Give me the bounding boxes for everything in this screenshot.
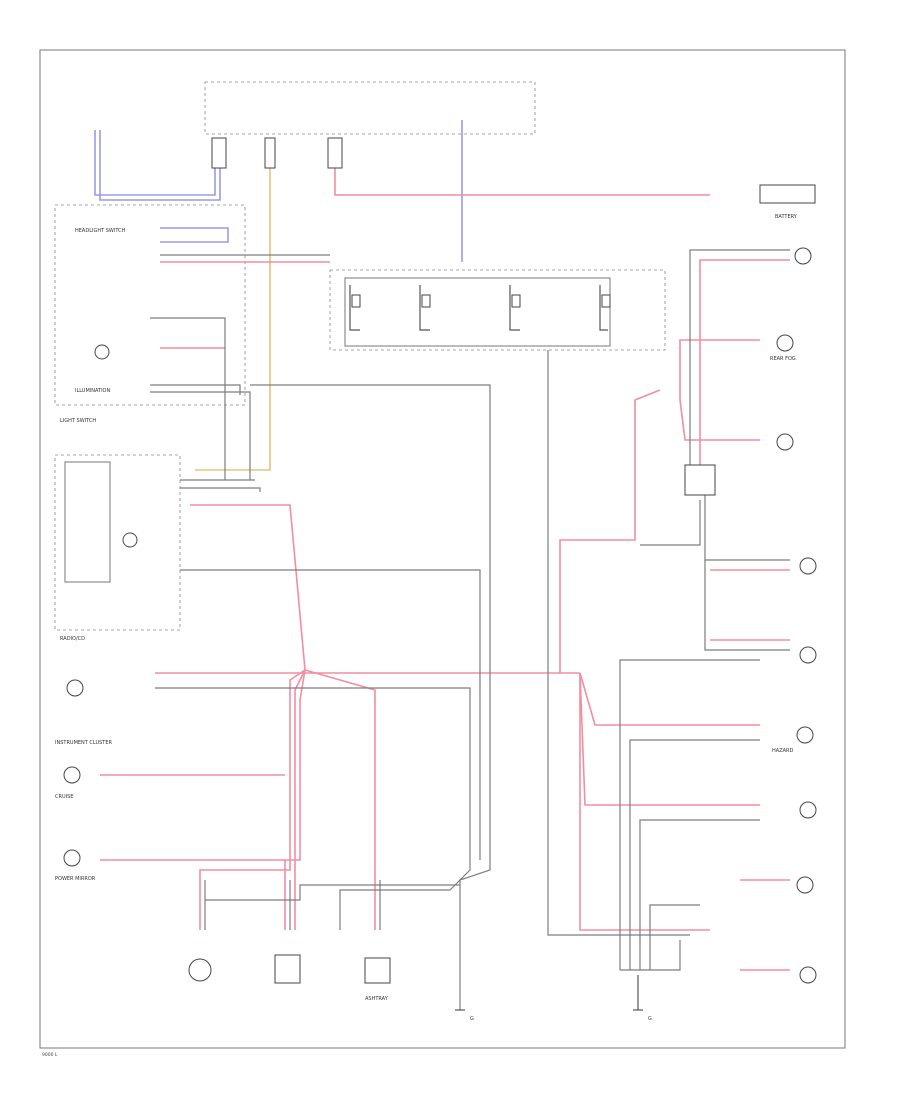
- page-ref: 9000 L: [42, 1052, 58, 1058]
- ashtray-icon: [364, 957, 391, 984]
- red-wire-fog-2: [679, 399, 760, 441]
- gray-wire-ls-2: [150, 317, 226, 480]
- hazard-label: HAZARD: [772, 748, 794, 754]
- diagram-frame: [39, 49, 846, 1049]
- relay-2: [419, 285, 430, 331]
- gray-wire-ls-4: [150, 391, 251, 480]
- connector-3: [327, 137, 343, 169]
- battery-label: BATTERY: [775, 214, 798, 220]
- red-wire-right-bus: [579, 672, 760, 726]
- gray-wire-right-ground-1: [640, 500, 701, 546]
- gray-wire-relay-to-ground: [250, 384, 491, 1010]
- relay-coil-2: [421, 294, 431, 308]
- gray-wire-cluster: [155, 687, 471, 930]
- gray-wire-radio-3: [180, 487, 261, 492]
- red-wire-radio: [190, 504, 306, 671]
- gray-wire-right-ground-2: [619, 659, 760, 970]
- red-wire-battery: [334, 140, 710, 196]
- gray-wire-fog-ret-3: [704, 560, 790, 651]
- bulb-icon-5: [799, 646, 817, 664]
- connector-1: [211, 137, 227, 169]
- battery-icon: [759, 184, 816, 204]
- illumination-label: ILLUMINATION: [75, 388, 110, 394]
- rear-fog-label: REAR FOG: [770, 356, 796, 362]
- gray-wire-right-ground-5: [649, 904, 700, 970]
- relay-box-outline: [329, 269, 666, 351]
- radio-inner: [64, 461, 111, 583]
- bulb-icon-2: [776, 334, 794, 352]
- gray-wire-fog-ret-2: [704, 470, 790, 561]
- gray-wire-ash-ret: [205, 884, 460, 901]
- red-wire-fog-3: [699, 259, 790, 470]
- gray-wire-radio-1: [180, 569, 481, 860]
- gray-wire-center-ground: [547, 350, 690, 936]
- relay-coil-3: [511, 294, 521, 308]
- relay-inner-box: [344, 277, 611, 347]
- radio-outline: [54, 454, 181, 631]
- bulb-icon-1: [794, 247, 812, 265]
- illum-bulb-icon: [94, 344, 110, 360]
- relay-1: [349, 285, 360, 331]
- red-wire-to-ash: [304, 669, 376, 930]
- gray-wire-right-ground-4: [639, 819, 760, 970]
- red-wire-bus-trunk-1: [199, 669, 306, 930]
- cruise-label: CRUISE: [55, 794, 73, 800]
- bottom-bulb-icon-1: [188, 958, 212, 982]
- connector-4: [684, 464, 716, 496]
- gray-wire-fog-ret: [689, 249, 790, 470]
- mirror-bulb-icon: [63, 849, 81, 867]
- radio-bulb-icon: [122, 532, 138, 548]
- bulb-icon-3: [776, 433, 794, 451]
- red-wire-right-bus-3: [579, 673, 710, 931]
- bulb-icon-8: [796, 876, 814, 894]
- relay-coil-1: [351, 294, 361, 308]
- red-wire-fog-1: [679, 339, 760, 400]
- red-wire-bus-trunk-2: [294, 669, 306, 930]
- yellow-wire: [195, 140, 271, 471]
- cluster-label: INSTRUMENT CLUSTER: [55, 740, 113, 746]
- bulb-icon-4: [799, 557, 817, 575]
- fuse-box-outline: [204, 81, 536, 135]
- gray-wire-ls-3: [150, 384, 241, 395]
- relay-coil-4: [601, 294, 611, 308]
- headlight-switch-label: HEADLIGHT SWITCH: [75, 228, 126, 234]
- cruise-bulb-icon: [63, 766, 81, 784]
- ground-label-1: G: [470, 1016, 474, 1022]
- red-wire-right-vertical: [559, 389, 661, 673]
- connector-2: [264, 137, 276, 169]
- ground-label-2: G: [648, 1016, 652, 1022]
- radio-label: RADIO/CD: [60, 636, 85, 642]
- bottom-switch-icon: [274, 954, 301, 984]
- red-wire-bus-trunk-3: [284, 669, 306, 930]
- light-switch-label: LIGHT SWITCH: [60, 418, 96, 424]
- ashtray-label: ASHTRAY: [365, 996, 389, 1002]
- bulb-icon-6: [796, 726, 814, 744]
- bulb-icon-9: [799, 966, 817, 984]
- blue-wire-1: [94, 130, 216, 196]
- blue-wire-2: [99, 130, 221, 201]
- light-switch-outline: [54, 204, 246, 406]
- bulb-icon-7: [799, 801, 817, 819]
- blue-wire-3: [160, 227, 229, 243]
- power-mirror-label: POWER MIRROR: [55, 876, 96, 882]
- cluster-bulb-icon: [66, 679, 84, 697]
- red-wire-right-bus-2: [579, 672, 760, 806]
- relay-3: [509, 285, 520, 331]
- gray-wire-right-ground-3: [629, 739, 760, 970]
- relay-4: [599, 285, 608, 331]
- gray-wire-right-ground-6: [620, 940, 681, 971]
